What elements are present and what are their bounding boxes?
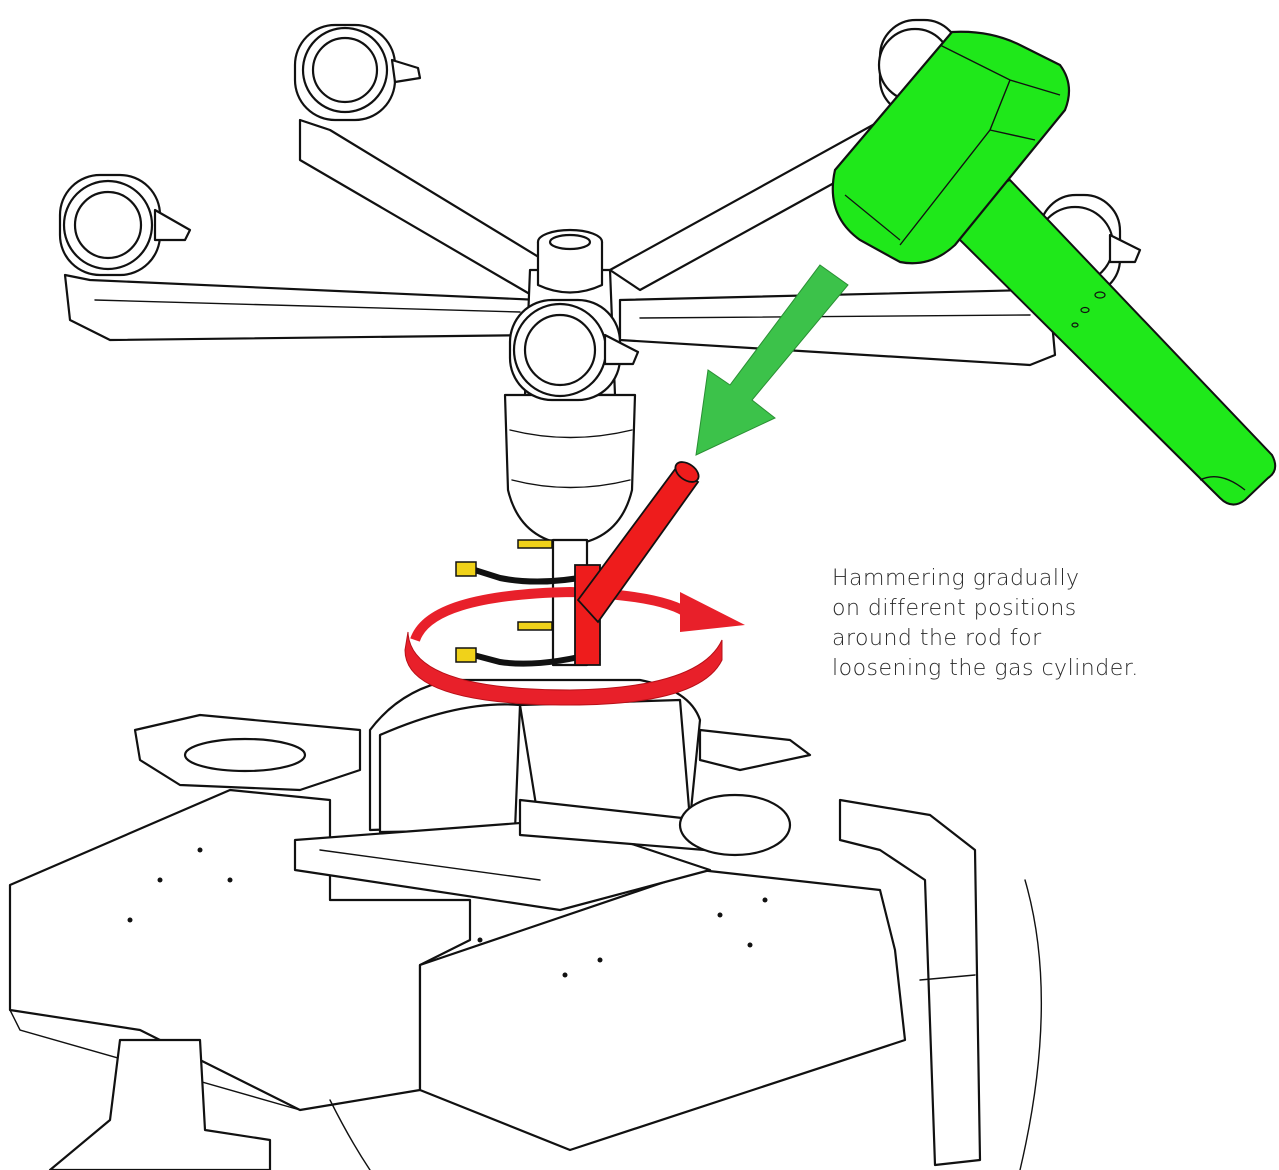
seat-mechanism — [8, 678, 1042, 1170]
caster-front — [508, 298, 640, 402]
hammer-icon — [831, 30, 1277, 506]
rotation-arrow — [404, 586, 745, 706]
caption-line-1: Hammering gradually — [832, 566, 1080, 591]
caption-line-3: around the rod for — [832, 626, 1042, 651]
caster-left — [58, 173, 192, 277]
red-drift-rod — [574, 461, 700, 666]
caption-line-4: loosening the gas cylinder. — [832, 656, 1139, 681]
caption-line-2: on different positions — [832, 596, 1077, 621]
instruction-caption: Hammering gradually on different positio… — [832, 564, 1272, 684]
arrow-down-left-icon — [695, 264, 849, 456]
caster-back-left — [293, 23, 422, 122]
